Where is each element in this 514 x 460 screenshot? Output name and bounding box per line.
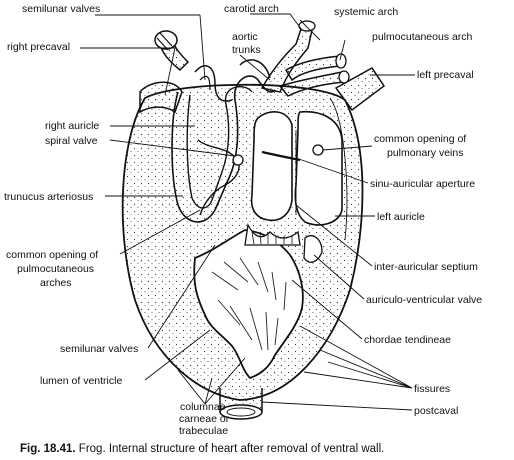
label-right-auricle: right auricle <box>45 120 99 132</box>
labels: semilunar valves carotid arch systemic a… <box>4 3 482 437</box>
spiral-valve <box>197 139 244 216</box>
label-common-opening-pv-1: common opening of <box>374 133 466 145</box>
label-inter-auricular-septium: inter-auricular septium <box>374 261 478 273</box>
left-wall-line <box>329 97 348 241</box>
figure-caption: Fig. 18.41. Frog. Internal structure of … <box>20 443 384 455</box>
label-postcaval: postcaval <box>414 405 458 417</box>
label-aortic-trunks-1: aortic <box>232 31 258 43</box>
label-auriculo-ventricular-valve: auriculo-ventricular valve <box>366 294 482 306</box>
label-left-auricle: left auricle <box>377 211 425 223</box>
label-common-opening-pc-2: pulmocutaneous <box>17 263 94 275</box>
label-pulmocutaneous-arch: pulmocutaneous arch <box>372 31 473 43</box>
label-truncus-arteriosus: trunucus arteriosus <box>4 191 93 203</box>
pulmonary-vein-opening <box>312 144 324 156</box>
label-fissures: fissures <box>414 383 450 395</box>
label-sinu-auricular-aperture: sinu-auricular aperture <box>370 178 475 190</box>
caption-prefix: Fig. 18.41. <box>20 443 76 455</box>
left-auricle-chamber <box>294 110 343 226</box>
label-semilunar-valves-bottom: semilunar valves <box>60 343 138 355</box>
ventricle-lumen <box>193 229 304 380</box>
caption-text: Frog. Internal structure of heart after … <box>76 443 385 455</box>
label-spiral-valve: spiral valve <box>45 135 98 147</box>
av-valves <box>244 222 323 263</box>
label-columnae-3: trabeculae <box>179 425 228 437</box>
postcaval <box>219 388 263 420</box>
label-lumen-of-ventricle: lumen of ventricle <box>40 375 122 387</box>
label-columnae-1: columnae <box>180 401 226 413</box>
label-chordae-tendineae: chordae tendineae <box>364 334 451 346</box>
label-semilunar-valves-top: semilunar valves <box>22 3 100 15</box>
sinu-auricular-aperture-line <box>261 150 301 162</box>
label-columnae-2: carneae or <box>179 413 230 425</box>
left-precaval <box>334 67 386 112</box>
label-left-precaval: left precaval <box>417 69 474 81</box>
label-common-opening-pc-1: common opening of <box>6 249 98 261</box>
label-common-opening-pc-3: arches <box>40 277 72 289</box>
pulmocutaneous-opening-circle <box>232 154 244 166</box>
label-aortic-trunks-2: trunks <box>232 44 261 56</box>
label-right-precaval: right precaval <box>7 41 70 53</box>
leader-lines <box>80 13 415 411</box>
right-auricle-chamber <box>250 111 293 222</box>
label-systemic-arch: systemic arch <box>334 6 398 18</box>
label-carotid-arch: carotid arch <box>224 3 279 15</box>
right-precaval <box>139 81 183 114</box>
label-common-opening-pv-2: pulmonary veins <box>387 147 463 159</box>
aortic-arches <box>154 20 350 97</box>
